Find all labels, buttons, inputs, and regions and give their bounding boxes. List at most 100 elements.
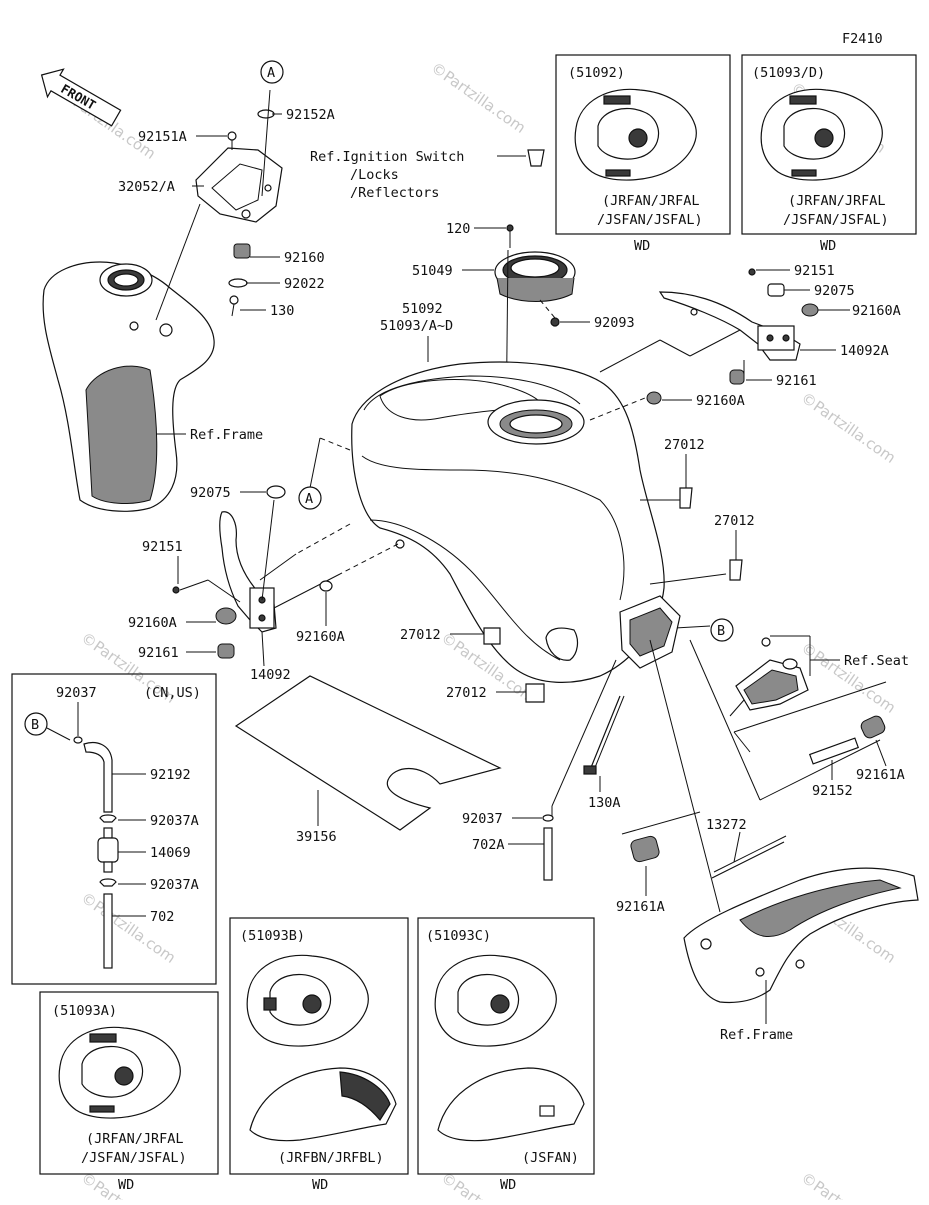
watermark: ©Partzilla.com xyxy=(438,1169,539,1200)
part-label-92037A-2: 92037A xyxy=(150,877,199,893)
part-label-92160A-left2: 92160A xyxy=(296,629,345,645)
tank-pad xyxy=(545,627,579,661)
clip-icon xyxy=(99,878,117,887)
bracket-14092A xyxy=(658,291,801,361)
inset-frame xyxy=(417,917,595,1175)
callout-a-mid: A xyxy=(298,486,322,510)
part-label-92037: 92037 xyxy=(56,685,97,701)
inset-51093C: (51093C) (JSFAN) WD xyxy=(417,917,595,1193)
grommet-icon xyxy=(801,303,819,317)
inset-note: WD xyxy=(118,1177,134,1193)
watermark: ©Partzilla.com xyxy=(428,59,529,137)
inset-title: (51093C) xyxy=(426,928,491,944)
watermark: ©Partzilla.com xyxy=(798,389,899,467)
part-label-51093: 51093/A~D xyxy=(380,318,453,334)
screw-icon xyxy=(172,586,180,594)
inset-title: (51092) xyxy=(568,65,625,81)
part-label-92192: 92192 xyxy=(150,767,191,783)
fuel-pump-bracket xyxy=(619,595,681,669)
screw-icon xyxy=(550,317,560,327)
brand-emblem xyxy=(89,1033,117,1043)
leaders-upper-left xyxy=(155,89,282,435)
grommet-icon xyxy=(319,580,333,592)
tank-side-illustration xyxy=(437,1067,585,1142)
svg-text:A: A xyxy=(305,491,313,507)
part-label-130: 130 xyxy=(270,303,294,319)
part-label-92151-left: 92151 xyxy=(142,539,183,555)
part-label-27012-d: 27012 xyxy=(446,685,487,701)
figure-code: F2410 xyxy=(842,31,883,47)
bolt-icon xyxy=(227,131,237,141)
inset-models: (JRFBN/JRFBL) xyxy=(278,1150,384,1166)
part-label-702A: 702A xyxy=(472,837,505,853)
frame-left xyxy=(42,261,215,512)
part-label-92160: 92160 xyxy=(284,250,325,266)
screw-icon xyxy=(506,224,514,232)
inset-models: (JRFAN/JRFAL xyxy=(602,193,700,209)
screw-icon xyxy=(748,268,756,276)
part-label-92160A-left: 92160A xyxy=(128,615,177,631)
part-label-92161A-bot: 92161A xyxy=(616,899,665,915)
fuel-cap-icon xyxy=(814,128,834,148)
part-label-92161A-top: 92161A xyxy=(856,767,905,783)
part-label-92152A: 92152A xyxy=(286,107,335,123)
inset-frame xyxy=(229,917,409,1175)
part-label-92037A: 92037A xyxy=(150,813,199,829)
grommet-icon xyxy=(257,109,275,119)
grommet-icon xyxy=(646,391,662,405)
watermark: ©Partzilla.com xyxy=(78,889,179,967)
part-label-14092A: 14092A xyxy=(840,343,889,359)
frame-illustration xyxy=(683,867,919,1004)
inset-frame xyxy=(39,991,219,1175)
brand-emblem xyxy=(89,1105,115,1113)
part-label-39156: 39156 xyxy=(296,829,337,845)
part-label-92075: 92075 xyxy=(814,283,855,299)
inset-note: WD xyxy=(500,1177,516,1193)
part-label-13272: 13272 xyxy=(706,817,747,833)
hose-icon xyxy=(543,827,553,881)
bolt-icon xyxy=(589,695,621,771)
svg-text:B: B xyxy=(31,717,39,733)
ref-seat: Ref.Seat xyxy=(844,653,909,669)
part-label-14092: 14092 xyxy=(250,667,291,683)
part-label-92161: 92161 xyxy=(776,373,817,389)
pad-icon xyxy=(483,627,501,645)
filter-icon xyxy=(97,837,119,863)
inset-models: (JRFAN/JRFAL xyxy=(86,1131,184,1147)
lower-right-assembly: 92161A 92152 13272 92161A xyxy=(616,639,919,1024)
part-label-92161-left: 92161 xyxy=(138,645,179,661)
part-label-27012: 27012 xyxy=(664,437,705,453)
pad-icon xyxy=(679,487,693,509)
fuel-tank-main xyxy=(351,361,665,683)
inset-title: (51093B) xyxy=(240,928,305,944)
inset-frame xyxy=(11,673,217,985)
inset-models: /JSFAN/JSFAL) xyxy=(597,212,703,228)
fuel-cap-icon xyxy=(490,994,510,1014)
inset-51093B: (51093B) (JRFBN/JRFBL) WD xyxy=(229,917,409,1193)
inset-frame xyxy=(555,54,731,235)
pad-icon xyxy=(525,683,545,703)
part-label-14069: 14069 xyxy=(150,845,191,861)
brand-emblem xyxy=(603,95,631,105)
part-label-51092: 51092 xyxy=(402,301,443,317)
inset-title: (51093/D) xyxy=(752,65,825,81)
seat-lock xyxy=(729,637,809,717)
inset-models: /JSFAN/JSFAL) xyxy=(783,212,889,228)
watermark: ©Partzilla.com xyxy=(798,639,899,717)
inset-51093D: (51093/D) (JRFAN/JRFAL /JSFAN/JSFAL) WD xyxy=(741,54,917,254)
svg-text:B: B xyxy=(717,623,725,639)
arrow-icon xyxy=(40,68,122,127)
damper-icon xyxy=(266,485,286,499)
inset-note: WD xyxy=(634,238,650,254)
front-arrow: FRONT xyxy=(40,68,122,127)
inset-51093A: (51093A) (JRFAN/JRFAL /JSFAN/JSFAL) WD xyxy=(39,991,219,1193)
inset-frame xyxy=(741,54,917,235)
inset-models: /JSFAN/JSFAL) xyxy=(81,1150,187,1166)
part-label-130A: 130A xyxy=(588,795,621,811)
reflector-icon xyxy=(527,149,545,167)
fuel-cap-icon xyxy=(628,128,648,148)
callout-a-top: A xyxy=(260,60,284,84)
part-label-51049: 51049 xyxy=(412,263,453,279)
part-label-92160A-mid: 92160A xyxy=(696,393,745,409)
